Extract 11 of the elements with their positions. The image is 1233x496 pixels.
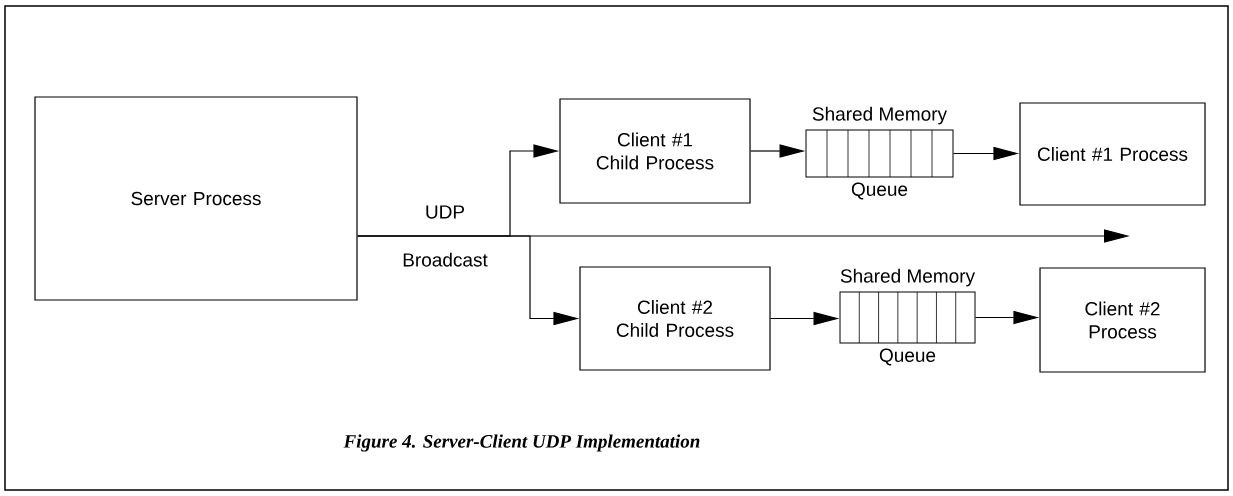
process-box: Client #1 Child Process <box>559 98 751 204</box>
process-box: Client #1 Process <box>1019 102 1206 206</box>
queue-label: Queue <box>879 348 936 366</box>
process-box: Server Process <box>34 96 358 301</box>
process-box: Client #2 Child Process <box>579 266 771 371</box>
queue-label: Shared Memory <box>840 268 975 287</box>
figure-caption: Figure 4. Server-Client UDP Implementation <box>343 434 700 452</box>
queue-label: Shared Memory <box>812 106 947 125</box>
process-box: Client #2 Process <box>1039 267 1206 373</box>
edge-label: UDP Broadcast <box>403 205 488 267</box>
queue-label: Queue <box>851 182 908 200</box>
